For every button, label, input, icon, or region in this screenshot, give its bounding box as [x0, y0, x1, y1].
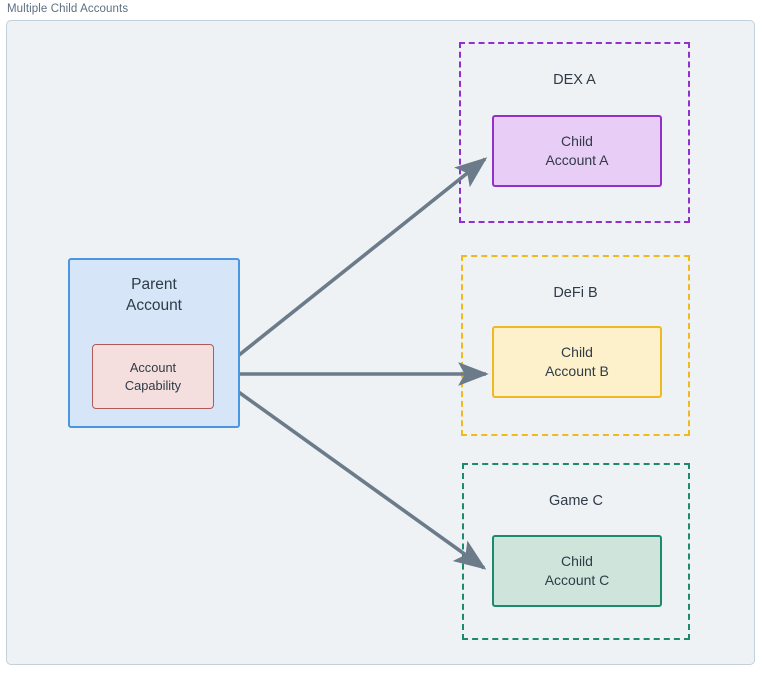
- group-dex-a-title: DEX A: [553, 72, 596, 88]
- node-account-capability[interactable]: Account Capability: [92, 344, 214, 409]
- node-child-account-c[interactable]: Child Account C: [492, 535, 662, 607]
- node-child-account-a-label-1: Child: [561, 132, 593, 149]
- node-child-account-b-label-1: Child: [561, 343, 593, 360]
- group-game-c-title: Game C: [549, 493, 603, 509]
- node-child-account-c-label-1: Child: [561, 552, 593, 569]
- node-child-account-b-label-2: Account B: [545, 363, 609, 379]
- node-account-capability-label-2: Capability: [124, 377, 182, 393]
- node-child-account-c-label-2: Account C: [544, 572, 610, 588]
- group-defi-b-title: DeFi B: [553, 285, 598, 301]
- node-child-account-a[interactable]: Child Account A: [492, 115, 662, 187]
- group-dex-a: DEX A: [459, 42, 690, 223]
- node-child-account-b[interactable]: Child Account B: [492, 326, 662, 398]
- node-parent-account-label-2: Account: [125, 297, 182, 315]
- node-account-capability-label-1: Account: [129, 359, 177, 375]
- node-child-account-a-label-2: Account A: [545, 152, 609, 168]
- diagram-title: Multiple Child Accounts: [7, 3, 129, 15]
- node-parent-account-label-1: Parent: [131, 276, 177, 293]
